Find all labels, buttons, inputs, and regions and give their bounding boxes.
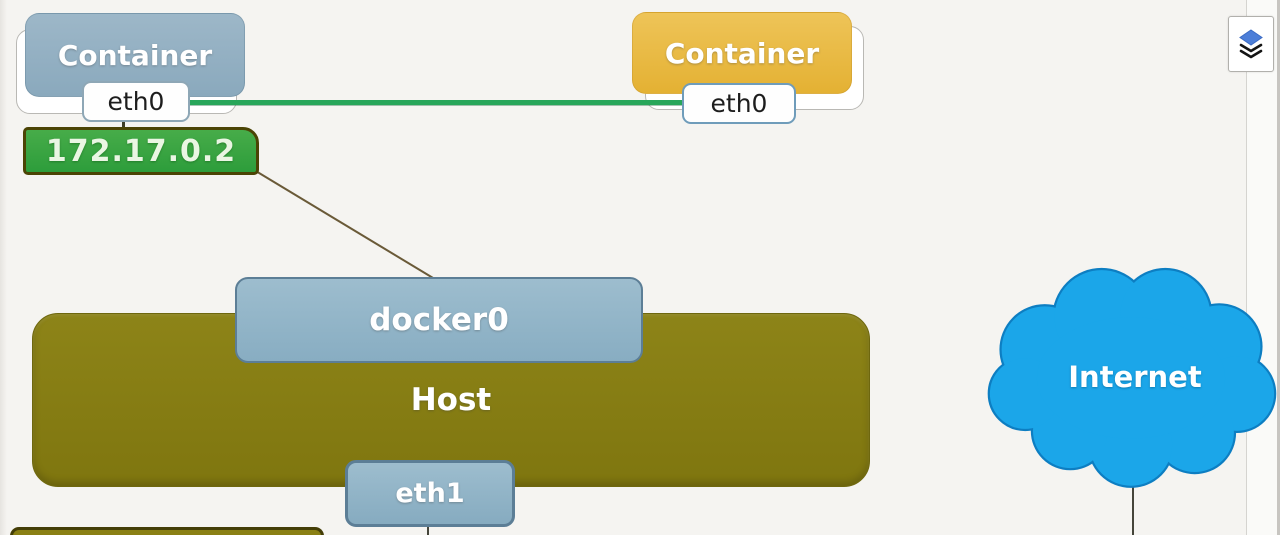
right-container-eth0-interface: eth0 [682, 83, 796, 124]
right-container-node: Container [632, 12, 852, 94]
eth0-to-ip-connector [122, 116, 125, 129]
docker0-bridge-node: docker0 [235, 277, 643, 363]
left-edge-shading [0, 0, 7, 535]
container-link-line [186, 100, 686, 105]
internet-downlink-line [1132, 478, 1134, 535]
right-panel [1247, 0, 1280, 535]
layers-icon [1239, 29, 1263, 59]
internet-label: Internet [1068, 360, 1202, 394]
right-eth0-label: eth0 [710, 89, 768, 118]
container-ip-badge: 172.17.0.2 [23, 127, 259, 175]
panel-divider [1246, 0, 1247, 535]
container-ip-label: 172.17.0.2 [45, 133, 237, 169]
layers-button[interactable] [1228, 16, 1274, 72]
left-eth0-label: eth0 [107, 87, 165, 116]
left-container-eth0-interface: eth0 [82, 81, 190, 122]
partial-bottom-node [10, 527, 324, 535]
eth1-downlink-line [427, 519, 429, 535]
host-label: Host [410, 382, 492, 418]
screen-right-edge [1277, 0, 1280, 535]
eth1-label: eth1 [395, 478, 465, 509]
docker0-label: docker0 [369, 302, 509, 338]
host-eth1-interface: eth1 [345, 460, 515, 527]
right-container-label: Container [664, 36, 820, 70]
left-container-label: Container [57, 38, 213, 72]
ip-to-docker0-line [249, 167, 434, 279]
